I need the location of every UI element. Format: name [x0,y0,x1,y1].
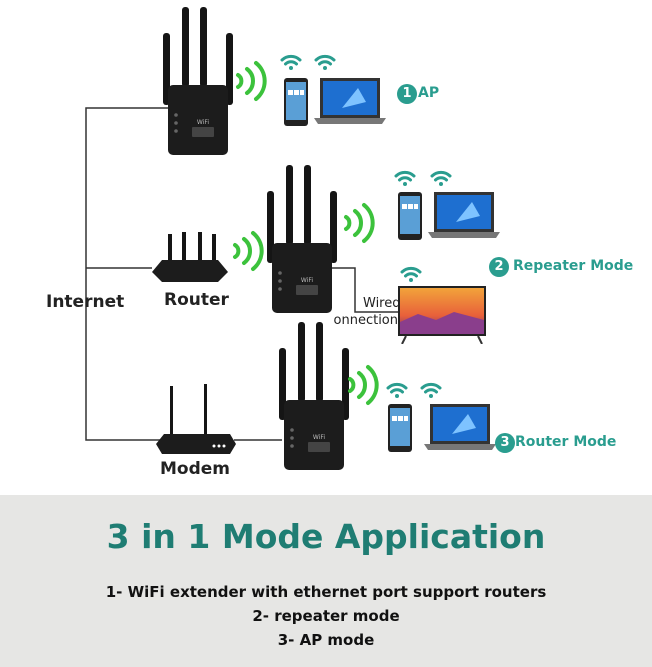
smartphone-icon [398,192,422,240]
wired-label: Wired [363,296,401,311]
connection-lines [85,107,398,441]
television-icon [398,286,486,344]
network-diagram: WiFi WiFi WiFi [46,7,634,479]
wifi-signal-icon [348,365,379,405]
wifi-icon [430,170,452,186]
smartphone-icon [284,78,308,126]
mode-number-badge: 3 [495,433,515,453]
wifi-signal-icon [236,61,267,101]
laptop-icon [428,192,500,238]
wifi-signal-icon [233,231,264,271]
modem-label: Modem [160,459,231,479]
mode-number-badge: 1 [397,84,417,104]
extender-ap: WiFi [163,7,233,155]
laptop-icon [314,78,386,124]
connection-label: Connection [333,313,398,328]
wifi-icon [314,54,336,70]
mode-label-router: Router Mode [515,434,617,450]
modem-icon [156,384,236,454]
extender-repeater: WiFi [267,165,337,313]
device-badge: WiFi [197,119,209,126]
mode-label-repeater: Repeater Mode [513,258,634,274]
wifi-icon [394,170,416,186]
mode-number-badge: 2 [489,257,509,277]
router-label: Router [164,290,229,310]
device-badge: WiFi [313,434,325,441]
wifi-icon [400,266,422,282]
wifi-signal-icon [344,203,375,243]
feature-line: 1- WiFi extender with ethernet port supp… [105,583,547,601]
internet-label: Internet [46,292,125,312]
footer-panel: 3 in 1 Mode Application 1- WiFi extender… [0,495,652,667]
laptop-icon [424,404,496,450]
device-badge: WiFi [301,277,313,284]
wifi-icon [280,54,302,70]
mode-label-ap: AP [418,85,440,101]
smartphone-icon [388,404,412,452]
page-title: 3 in 1 Mode Application [106,517,546,556]
wifi-icon [420,382,442,398]
extender-router-mode: WiFi [279,322,349,470]
feature-line: 2- repeater mode [252,607,400,625]
wifi-icon [386,382,408,398]
feature-line: 3- AP mode [277,631,375,649]
router-icon [152,232,228,282]
